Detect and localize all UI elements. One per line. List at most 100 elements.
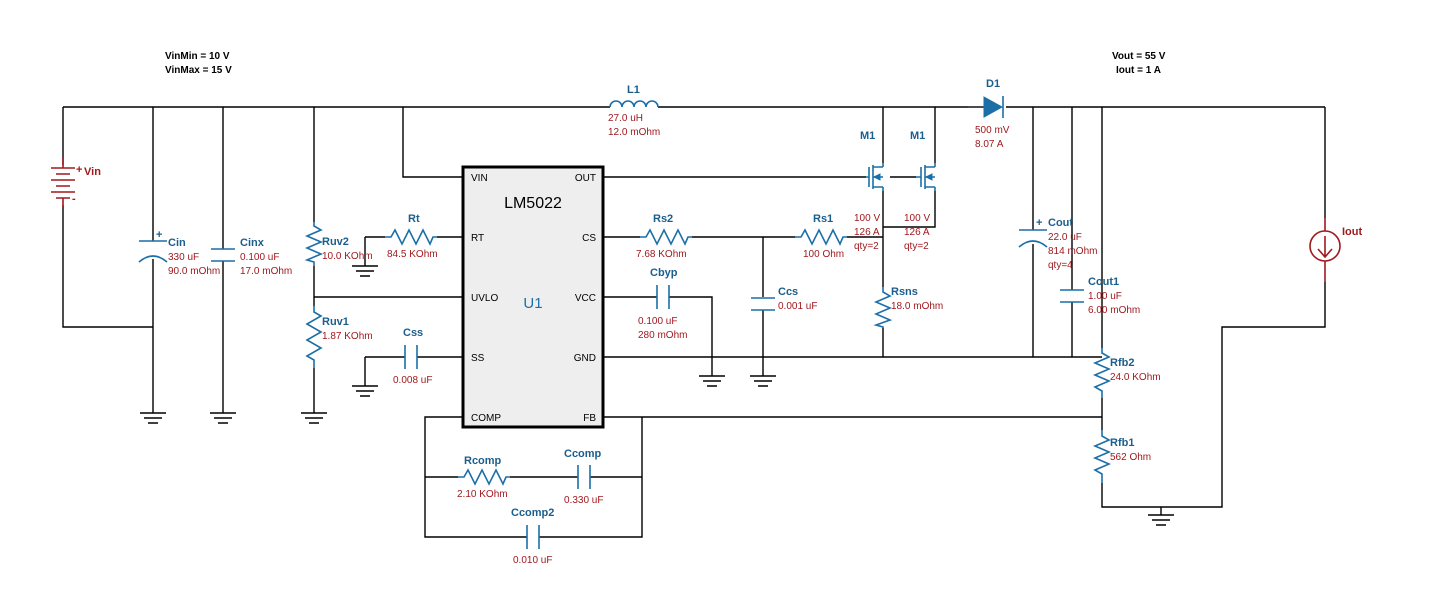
m1b-name: M1: [910, 130, 925, 142]
pin-fb: FB: [583, 413, 596, 424]
resistor-rfb2[interactable]: Rfb2 24.0 KOhm: [1092, 348, 1161, 398]
resistor-ruv2[interactable]: Ruv2 10.0 KOhm: [304, 222, 373, 266]
ccomp-name: Ccomp: [564, 448, 602, 460]
css-name: Css: [403, 327, 423, 339]
ground-icon: [301, 412, 327, 424]
resistor-icon: [1092, 348, 1112, 398]
resistor-icon: [305, 306, 323, 368]
ccs-value-1: 0.001 uF: [778, 301, 817, 312]
cbyp-name: Cbyp: [650, 267, 678, 279]
inductor-icon: [609, 100, 659, 108]
rt-value-1: 84.5 KOhm: [387, 249, 438, 260]
iout-label: Iout = 1 A: [1116, 65, 1161, 76]
capacitor-cin[interactable]: + Cin 330 uF 90.0 mOhm: [138, 229, 220, 277]
cout-plus-sign: +: [1036, 217, 1042, 229]
capacitor-icon: [751, 297, 775, 311]
ground-icon: [140, 412, 166, 424]
ccomp-value-1: 0.330 uF: [564, 495, 603, 506]
pin-vin: VIN: [471, 173, 488, 184]
iout-source[interactable]: Iout: [1309, 218, 1362, 282]
resistor-rcomp[interactable]: Rcomp 2.10 KOhm: [457, 455, 510, 500]
capacitor-cbyp[interactable]: Cbyp 0.100 uF 280 mOhm: [638, 267, 687, 341]
cin-name: Cin: [168, 237, 186, 249]
d1-name: D1: [986, 78, 1000, 90]
iout-source-label: Iout: [1342, 226, 1362, 238]
capacitor-ccomp2[interactable]: Ccomp2 0.010 uF: [511, 507, 554, 566]
ccomp2-value-1: 0.010 uF: [513, 555, 552, 566]
resistor-icon: [385, 228, 437, 246]
m1a-value-3: qty=2: [854, 241, 879, 252]
ccomp2-name: Ccomp2: [511, 507, 554, 519]
cinx-name: Cinx: [240, 237, 265, 249]
resistor-rfb1[interactable]: Rfb1 562 Ohm: [1092, 430, 1151, 483]
resistor-rs2[interactable]: Rs2 7.68 KOhm: [636, 213, 692, 260]
ic-body[interactable]: [461, 165, 605, 429]
capacitor-css[interactable]: Css 0.008 uF: [393, 327, 432, 386]
ground-icon: [210, 412, 236, 424]
vin-max-label: VinMax = 15 V: [165, 65, 232, 76]
rt-name: Rt: [408, 213, 420, 225]
capacitor-ccomp[interactable]: Ccomp 0.330 uF: [564, 448, 603, 506]
spec-header: VinMin = 10 V VinMax = 15 V Vout = 55 V …: [165, 51, 1166, 76]
vin-source-label: Vin: [84, 166, 101, 178]
rs1-name: Rs1: [813, 213, 833, 225]
capacitor-cinx[interactable]: Cinx 0.100 uF 17.0 mOhm: [211, 237, 292, 277]
cout1-name: Cout1: [1088, 276, 1119, 288]
pin-uvlo: UVLO: [471, 293, 498, 304]
pin-out: OUT: [575, 173, 596, 184]
resistor-rs1[interactable]: Rs1 100 Ohm: [795, 213, 847, 260]
mosfet-m1-b[interactable]: M1 100 V 126 A qty=2: [904, 130, 936, 252]
m1b-value-2: 126 A: [904, 227, 930, 238]
ground-icon: [352, 265, 378, 277]
rcomp-name: Rcomp: [464, 455, 502, 467]
m1a-value-1: 100 V: [854, 213, 880, 224]
cout-value-2: 814 mOhm: [1048, 246, 1097, 257]
rcomp-value-1: 2.10 KOhm: [457, 489, 508, 500]
resistor-icon: [873, 287, 893, 328]
resistor-ruv1[interactable]: Ruv1 1.87 KOhm: [305, 306, 373, 368]
resistor-rsns[interactable]: Rsns 18.0 mOhm: [873, 286, 943, 328]
capacitor-icon: [656, 285, 670, 309]
pin-cs: CS: [582, 233, 596, 244]
css-value-1: 0.008 uF: [393, 375, 432, 386]
capacitor-icon: [1060, 289, 1084, 303]
pin-gnd: GND: [574, 353, 596, 364]
ground-icon: [699, 375, 725, 387]
resistor-rt[interactable]: Rt 84.5 KOhm: [385, 213, 438, 260]
capacitor-cout1[interactable]: Cout1 1.00 uF 6.00 mOhm: [1060, 276, 1140, 316]
resistor-icon: [458, 468, 510, 486]
pin-comp: COMP: [471, 413, 501, 424]
diode-d1[interactable]: D1 500 mV 8.07 A: [968, 78, 1010, 150]
cin-value-2: 90.0 mOhm: [168, 266, 220, 277]
capacitor-ccs[interactable]: Ccs 0.001 uF: [751, 286, 817, 312]
cout1-value-2: 6.00 mOhm: [1088, 305, 1140, 316]
m1b-value-1: 100 V: [904, 213, 930, 224]
cout-name: Cout: [1048, 217, 1073, 229]
cinx-value-2: 17.0 mOhm: [240, 266, 292, 277]
capacitor-icon: [211, 248, 235, 262]
vin-source[interactable]: + Vin -: [51, 157, 101, 207]
rsns-name: Rsns: [891, 286, 918, 298]
rs2-value-1: 7.68 KOhm: [636, 249, 687, 260]
pin-rt: RT: [471, 233, 484, 244]
wires: [62, 106, 1326, 538]
m1b-value-3: qty=2: [904, 241, 929, 252]
mosfet-m1-a[interactable]: M1 100 V 126 A qty=2: [854, 130, 884, 252]
ground-icon: [1148, 514, 1174, 526]
ic-lm5022[interactable]: LM5022 U1 VIN OUT RT CS UVLO VCC SS GND …: [461, 165, 605, 429]
inductor-l1[interactable]: L1 27.0 uH 12.0 mOhm: [608, 84, 660, 138]
cout-value-3: qty=4: [1048, 260, 1073, 271]
l1-name: L1: [627, 84, 640, 96]
vin-plus-sign: +: [76, 164, 82, 176]
l1-value-1: 27.0 uH: [608, 113, 643, 124]
rsns-value-1: 18.0 mOhm: [891, 301, 943, 312]
rfb2-name: Rfb2: [1110, 357, 1134, 369]
ic-ref-label: U1: [523, 295, 542, 312]
capacitor-cout[interactable]: + Cout 22.0 uF 814 mOhm qty=4: [1018, 217, 1097, 271]
capacitor-icon: [577, 465, 591, 489]
capacitor-icon: [526, 525, 540, 549]
cbyp-value-1: 0.100 uF: [638, 316, 677, 327]
cbyp-value-2: 280 mOhm: [638, 330, 687, 341]
vin-min-label: VinMin = 10 V: [165, 51, 230, 62]
